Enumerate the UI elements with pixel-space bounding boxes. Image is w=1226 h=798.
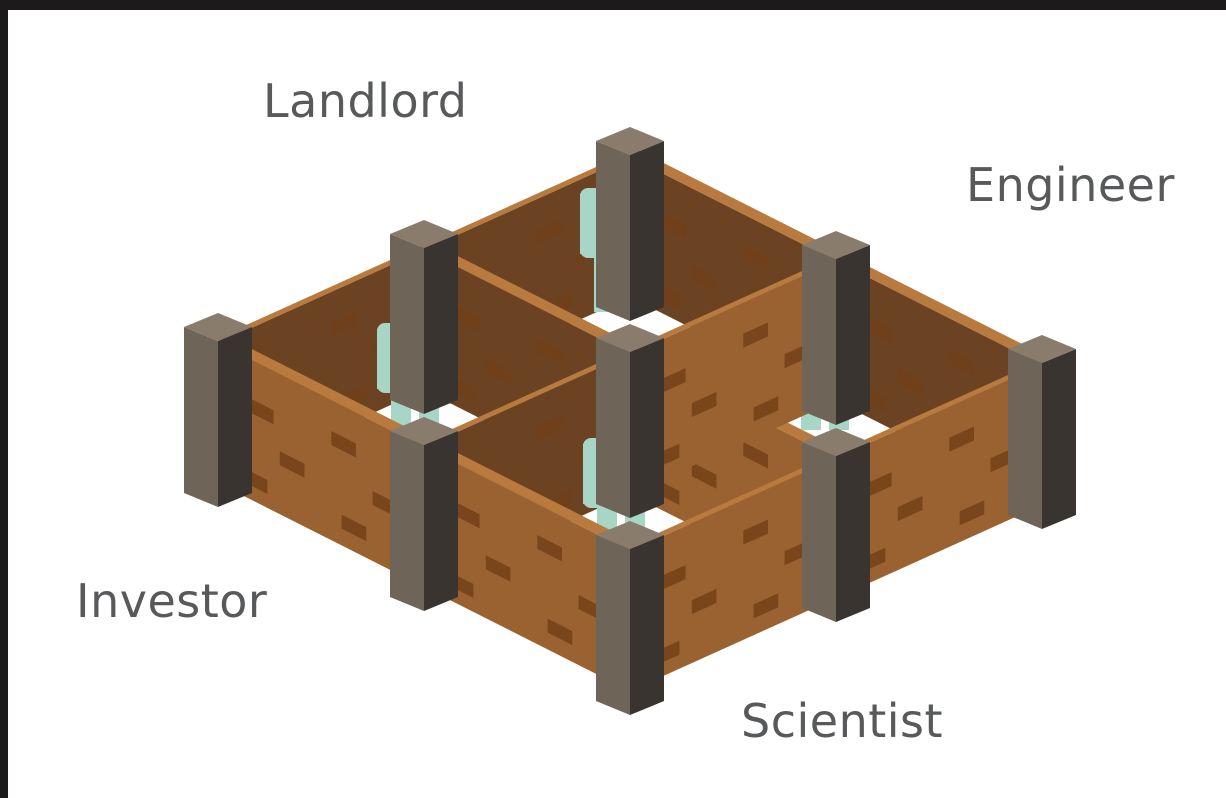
brick [485,358,511,385]
brick [660,565,686,591]
brick [743,245,768,272]
brick [660,368,686,394]
brick [743,519,768,545]
pillar [802,231,870,425]
brick [753,593,779,619]
brick [331,431,356,458]
pillar [390,417,458,611]
brick [743,442,768,469]
brick [691,265,717,292]
pillar [596,324,664,518]
walled-cells-illustration [184,127,1076,715]
brick [949,426,974,452]
brick [454,304,480,332]
label-scientist: Scientist [741,694,944,748]
label-investor: Investor [76,574,268,628]
brick [660,211,686,239]
label-engineer: Engineer [966,158,1175,212]
brick [537,415,562,441]
diagram-canvas: Landlord Engineer Investor Scientist [8,10,1226,798]
brick [547,618,573,646]
brick [485,555,511,582]
pillar [596,127,664,321]
brick [331,311,356,337]
brick [753,396,779,422]
brick [537,218,562,244]
wall-segment [630,450,842,691]
brick [691,391,717,418]
brick [743,322,768,348]
brick [959,500,985,526]
brick [279,451,305,478]
pillar [184,313,252,507]
brick [897,495,923,522]
brick [866,315,892,343]
pillar [802,428,870,622]
brick [537,338,562,365]
wall-segment [630,253,842,494]
wall-segment [424,439,636,691]
brick [537,535,562,562]
brick [248,397,274,425]
brick [897,369,923,396]
pillar [390,220,458,414]
brick [691,462,717,489]
brick [866,472,892,498]
brick [341,514,367,542]
label-landlord: Landlord [263,74,468,128]
pillar [1008,335,1076,529]
pillar [596,521,664,715]
brick [454,501,480,529]
wall-segment [836,357,1048,598]
wall-segment [218,335,430,587]
brick [691,588,717,615]
brick [949,349,974,376]
